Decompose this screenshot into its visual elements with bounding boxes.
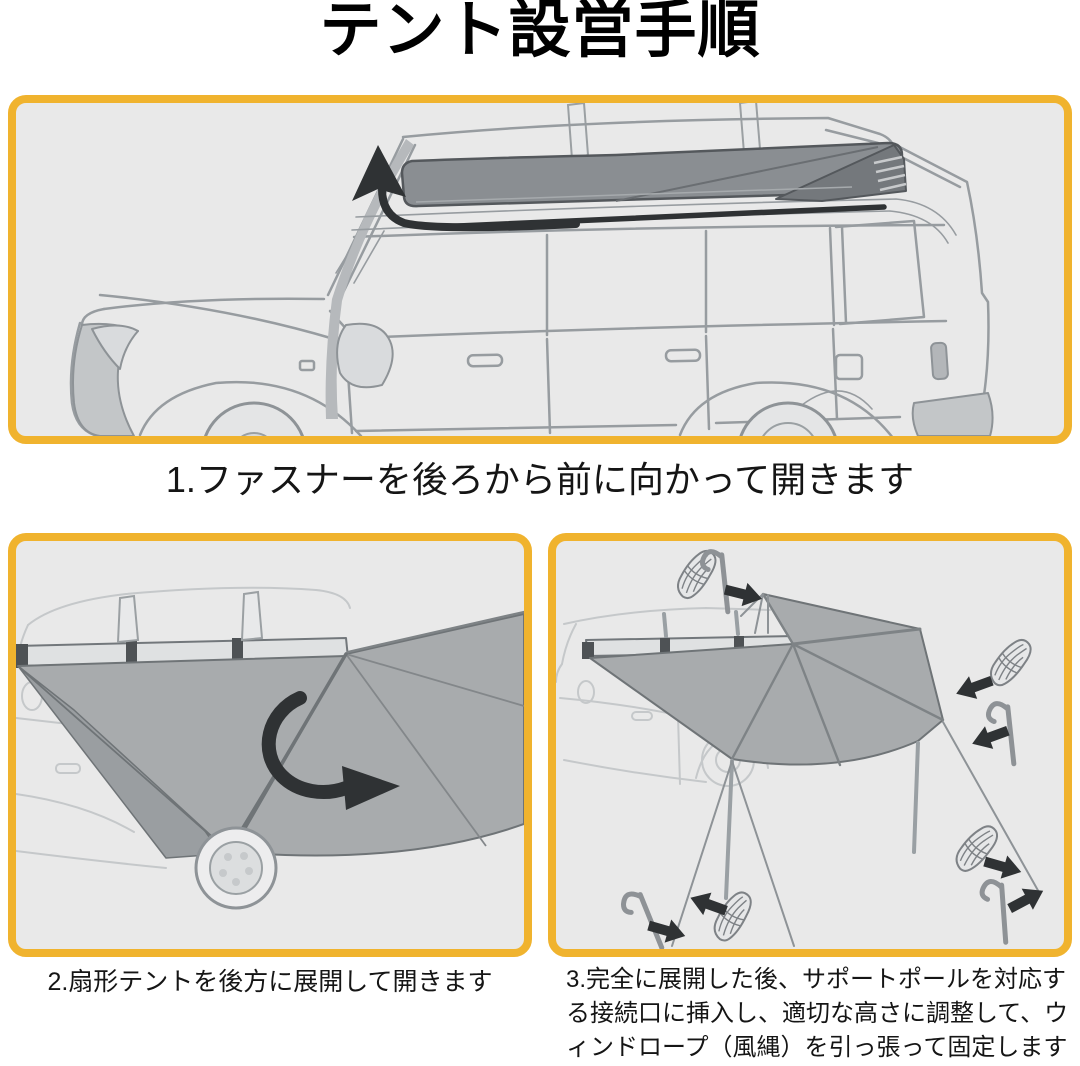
- step1-panel: [8, 95, 1072, 444]
- suv-side-view: [69, 116, 990, 436]
- wheel: [194, 826, 278, 910]
- rotate-arrow: [261, 691, 400, 810]
- a-pillar-shading: [325, 139, 414, 419]
- step1-illustration: [69, 103, 994, 436]
- guy-ropes: [671, 721, 1041, 947]
- attach-arrow: [1004, 880, 1049, 920]
- bag-vent-slats: [873, 155, 907, 192]
- side-mirror: [336, 322, 394, 389]
- step3-caption: 3.完全に展開した後、サポートポールを対応する接続口に挿入し、適切な高さに調整し…: [566, 966, 1069, 1061]
- attach-arrow: [968, 719, 1012, 755]
- step3-panel: [548, 533, 1072, 957]
- step2-panel: [8, 533, 532, 957]
- wind-rope-coil: [707, 886, 758, 946]
- page-title: テント設営手順: [319, 0, 761, 65]
- support-poles: [724, 741, 920, 900]
- step2-illustration: [16, 586, 524, 910]
- tent-peg: [622, 890, 662, 949]
- step1-caption: 1.ファスナーを後ろから前に向かって開きます: [165, 459, 915, 500]
- canopy-ribs: [730, 592, 945, 767]
- attach-arrow: [952, 669, 996, 705]
- step2-caption: 2.扇形テントを後方に展開して開きます: [47, 968, 493, 996]
- unzip-arrow: [352, 145, 580, 232]
- bag-fold-line: [615, 146, 879, 202]
- wheels: [203, 401, 837, 436]
- rear-bumper: [911, 392, 994, 436]
- step3-illustration: [556, 544, 1049, 949]
- headlight: [91, 324, 139, 370]
- awning-storage-bag: [400, 141, 907, 208]
- tent-peg: [976, 880, 1014, 942]
- fan-fold-shadow: [17, 665, 229, 852]
- taillight: [930, 341, 949, 381]
- deployed-canopy: [589, 592, 945, 767]
